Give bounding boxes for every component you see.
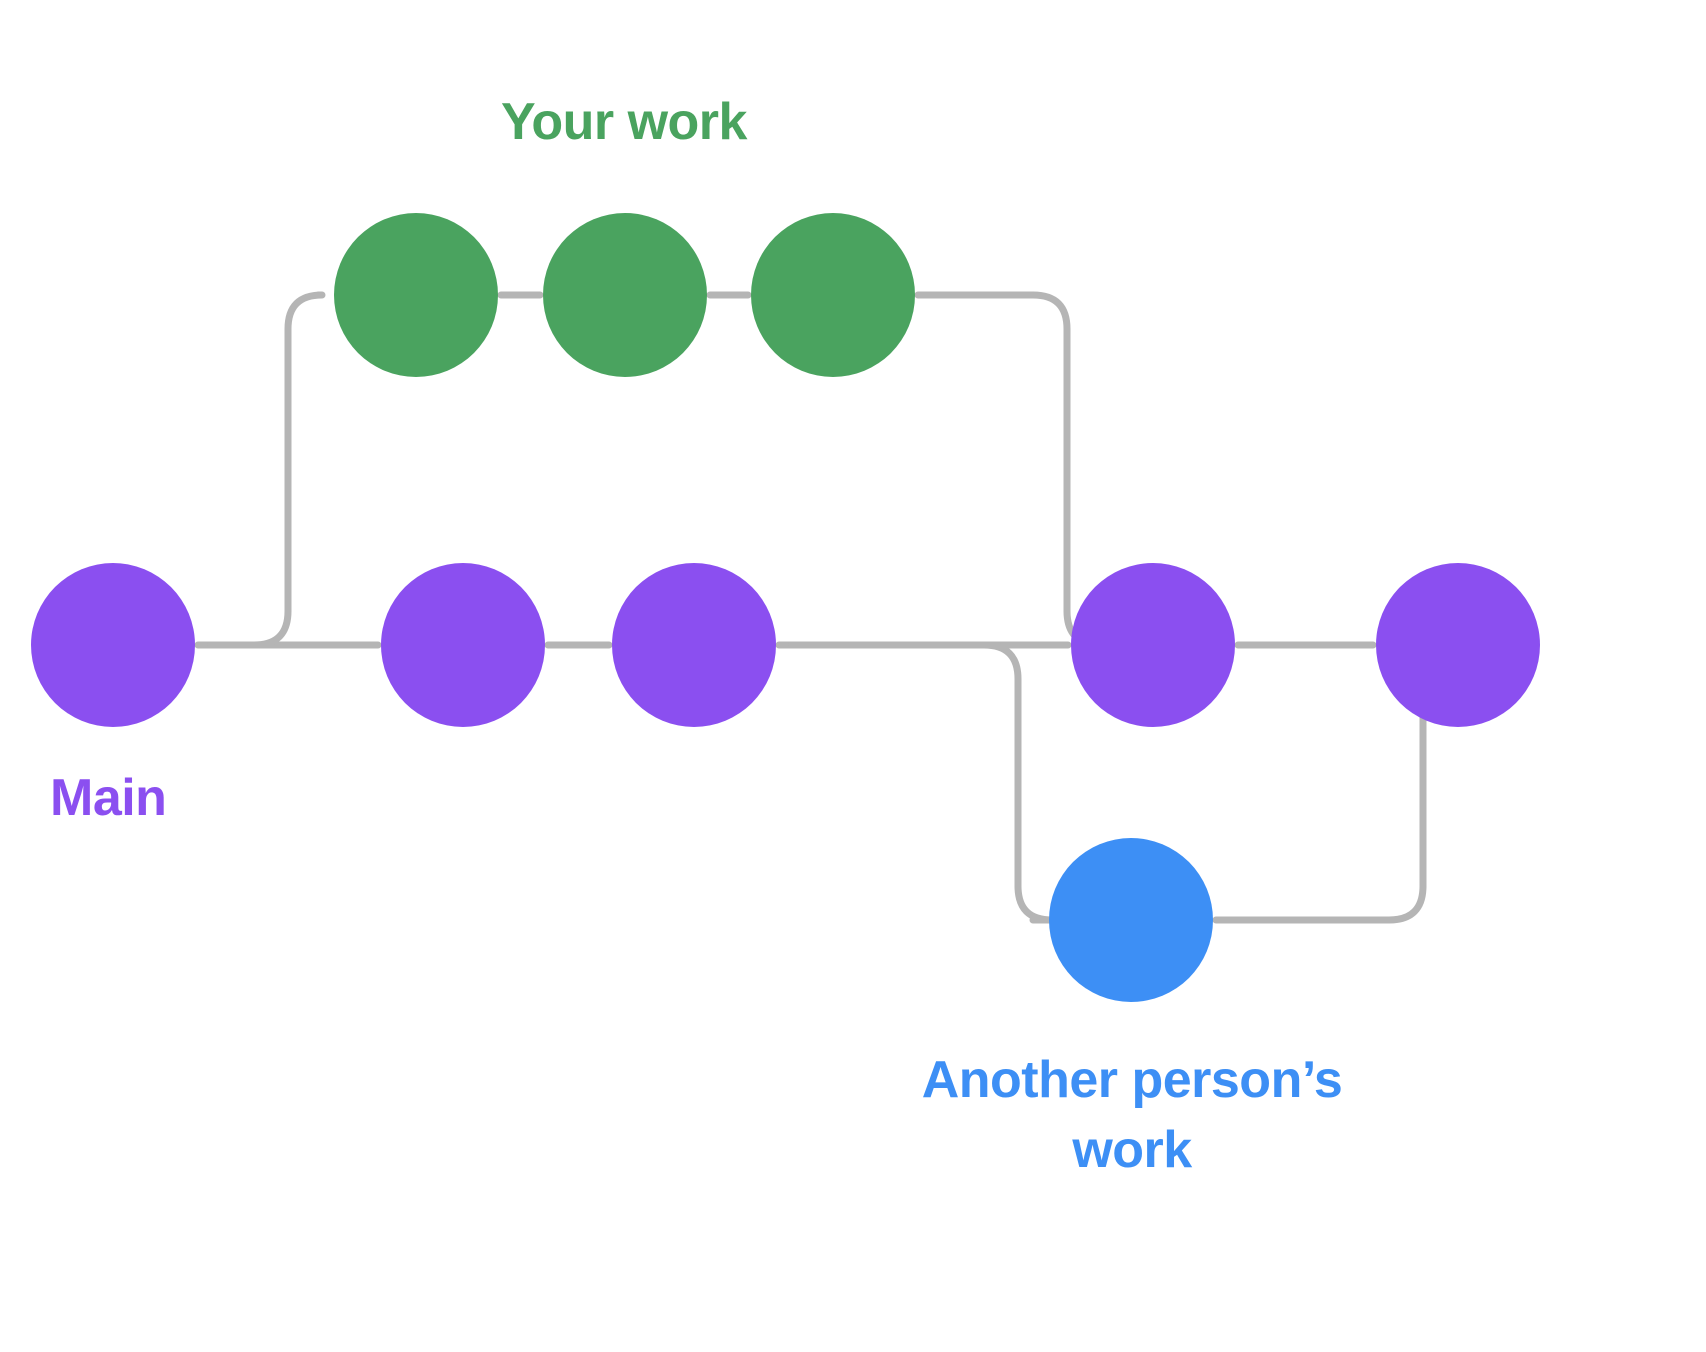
commit-node-work-1[interactable] [334, 213, 498, 377]
branch-label-main: Main [50, 769, 167, 827]
branch-label-another-person-line1: Another person’s [921, 1051, 1343, 1109]
edge-main-1-work-1-branch-up [207, 291, 326, 649]
commit-node-main-3[interactable] [612, 563, 776, 727]
commit-node-work-2[interactable] [543, 213, 707, 377]
commit-node-other-1[interactable] [1049, 838, 1213, 1002]
edge-work-3-main-4-merge-down [914, 291, 1105, 649]
commit-node-main-1[interactable] [31, 563, 195, 727]
commit-node-main-5[interactable] [1376, 563, 1540, 727]
edge-main-3-other-1-branch-down [788, 641, 1056, 924]
branch-label-another-person: Another person’s work [856, 1045, 1408, 1185]
commit-node-work-3[interactable] [751, 213, 915, 377]
connector-lines [194, 291, 1461, 924]
commit-node-main-2[interactable] [381, 563, 545, 727]
commit-nodes [31, 213, 1540, 1002]
branch-label-another-person-line2: work [1072, 1121, 1192, 1180]
branch-label-your-work: Your work [501, 93, 747, 151]
commit-node-main-4[interactable] [1071, 563, 1235, 727]
